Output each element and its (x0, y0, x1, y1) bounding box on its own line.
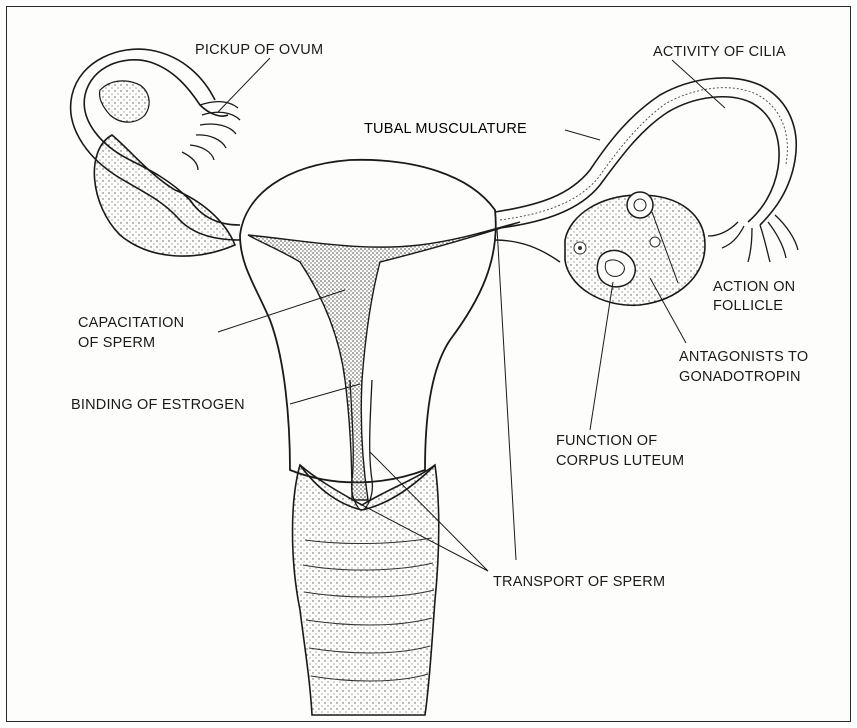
label-capacitation-line2: OF SPERM (78, 333, 155, 353)
corpus-luteum (597, 250, 635, 286)
right-fimbriae (708, 215, 798, 262)
label-action-on-line1: ACTION ON (713, 277, 795, 297)
label-function-line1: FUNCTION OF (556, 431, 657, 451)
label-action-on-line2: FOLLICLE (713, 296, 783, 316)
label-binding-of-estrogen: BINDING OF ESTROGEN (71, 395, 245, 415)
label-transport-of-sperm: TRANSPORT OF SPERM (493, 572, 665, 592)
label-activity-of-cilia: ACTIVITY OF CILIA (653, 42, 786, 62)
left-tube-fold (99, 81, 149, 122)
label-capacitation-line1: CAPACITATION (78, 313, 184, 333)
label-antagonists-line2: GONADOTROPIN (679, 367, 801, 387)
ovarian-follicle (627, 192, 653, 218)
ovarian-ligament (495, 240, 560, 262)
label-tubal-musculature: TUBAL MUSCULATURE (364, 119, 527, 139)
vagina (293, 465, 439, 715)
label-pickup-of-ovum: PICKUP OF OVUM (195, 40, 323, 60)
label-function-line2: CORPUS LUTEUM (556, 451, 684, 471)
left-fimbriae (182, 102, 240, 170)
label-antagonists-line1: ANTAGONISTS TO (679, 347, 808, 367)
